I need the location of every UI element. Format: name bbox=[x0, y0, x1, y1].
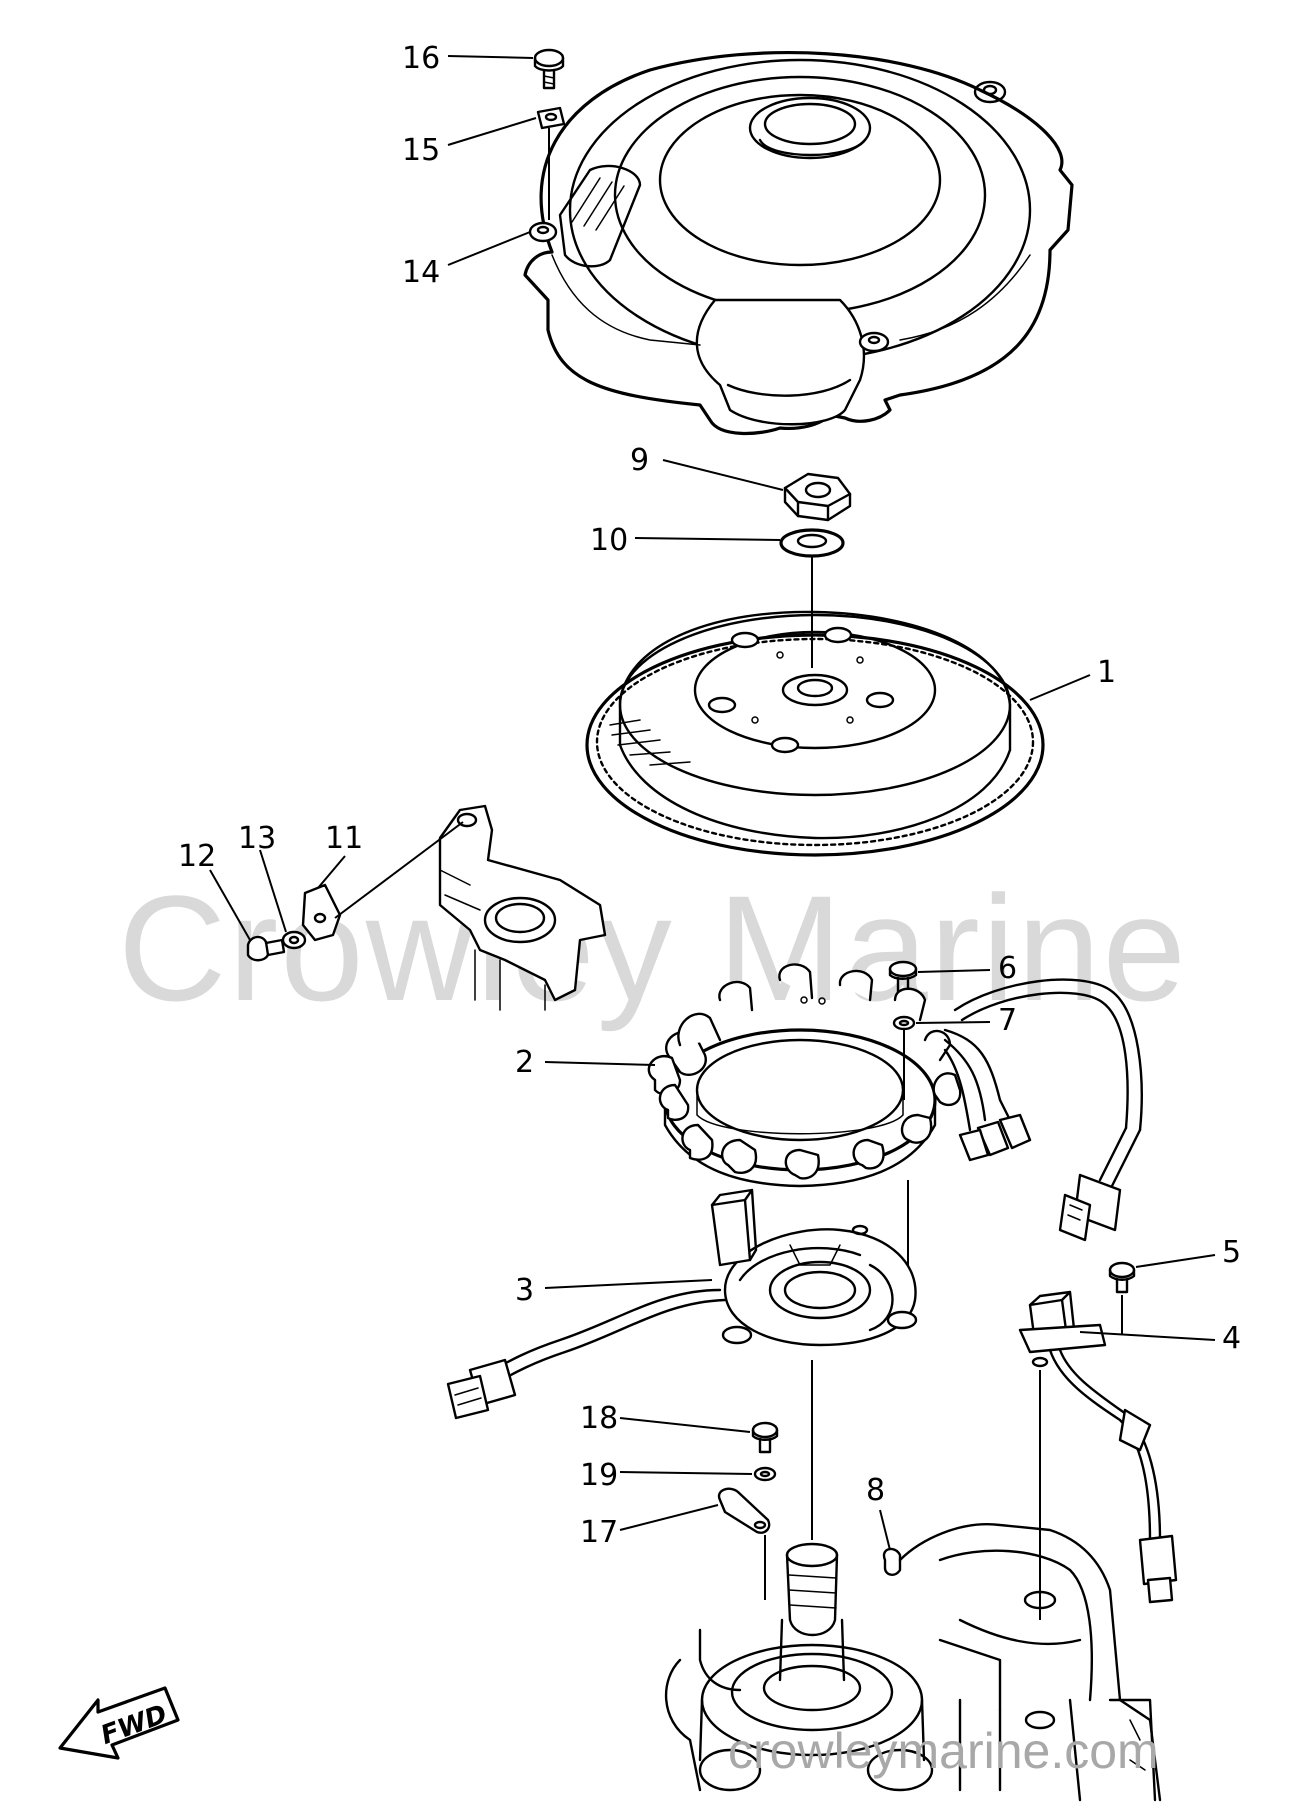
washer-13-shape bbox=[281, 930, 307, 950]
washer-10-shape bbox=[779, 528, 845, 558]
sensor-with-lead bbox=[1018, 1290, 1178, 1604]
stator-assembly bbox=[647, 963, 962, 1188]
callout-3: 3 bbox=[515, 1273, 534, 1308]
callout-18: 18 bbox=[580, 1401, 618, 1436]
callout-5: 5 bbox=[1222, 1235, 1241, 1270]
callout-19: 19 bbox=[580, 1458, 618, 1493]
pulser-coil-assembly bbox=[446, 1188, 918, 1420]
callout-1: 1 bbox=[1097, 655, 1116, 690]
powerhead-block bbox=[664, 1523, 1162, 1802]
callout-7: 7 bbox=[998, 1003, 1017, 1038]
callout-leaders bbox=[209, 55, 1216, 1551]
callout-8: 8 bbox=[866, 1473, 885, 1508]
callout-11: 11 bbox=[325, 821, 363, 856]
nut-9-shape bbox=[783, 472, 852, 522]
callout-2: 2 bbox=[515, 1045, 534, 1080]
watermark-center-text: Crowley Marine bbox=[118, 864, 1188, 1032]
bolt-12-shape bbox=[246, 935, 286, 962]
callout-13: 13 bbox=[238, 821, 276, 856]
washer-19-shape bbox=[753, 1466, 777, 1482]
callout-16: 16 bbox=[402, 41, 440, 76]
ignition-bracket-arm bbox=[438, 804, 607, 1011]
stator-wire-harness bbox=[943, 978, 1143, 1242]
callout-9: 9 bbox=[630, 443, 649, 478]
callout-4: 4 bbox=[1222, 1321, 1241, 1356]
woodruff-key-8 bbox=[882, 1547, 902, 1576]
bracket-11-shape bbox=[301, 883, 342, 942]
clamp-17-shape bbox=[717, 1487, 771, 1534]
flywheel bbox=[585, 610, 1045, 857]
callout-10: 10 bbox=[590, 523, 628, 558]
bolt-16-shape bbox=[533, 48, 565, 90]
screw-18-shape bbox=[751, 1421, 779, 1454]
flywheel-cover bbox=[523, 51, 1074, 435]
fwd-direction-arrow: FWD bbox=[58, 1686, 180, 1760]
callout-17: 17 bbox=[580, 1515, 618, 1550]
screw-5-shape bbox=[1108, 1261, 1136, 1294]
watermark-url-text: crowleymarine.com bbox=[728, 1723, 1159, 1779]
callout-12: 12 bbox=[178, 839, 216, 874]
washer-7-shape bbox=[892, 1015, 916, 1031]
callout-14: 14 bbox=[402, 255, 440, 290]
callout-numbers: 16 15 14 9 10 1 11 13 12 6 7 2 3 5 4 18 … bbox=[178, 41, 1241, 1550]
callout-6: 6 bbox=[998, 951, 1017, 986]
collar-15-shape bbox=[536, 106, 566, 130]
callout-15: 15 bbox=[402, 133, 440, 168]
